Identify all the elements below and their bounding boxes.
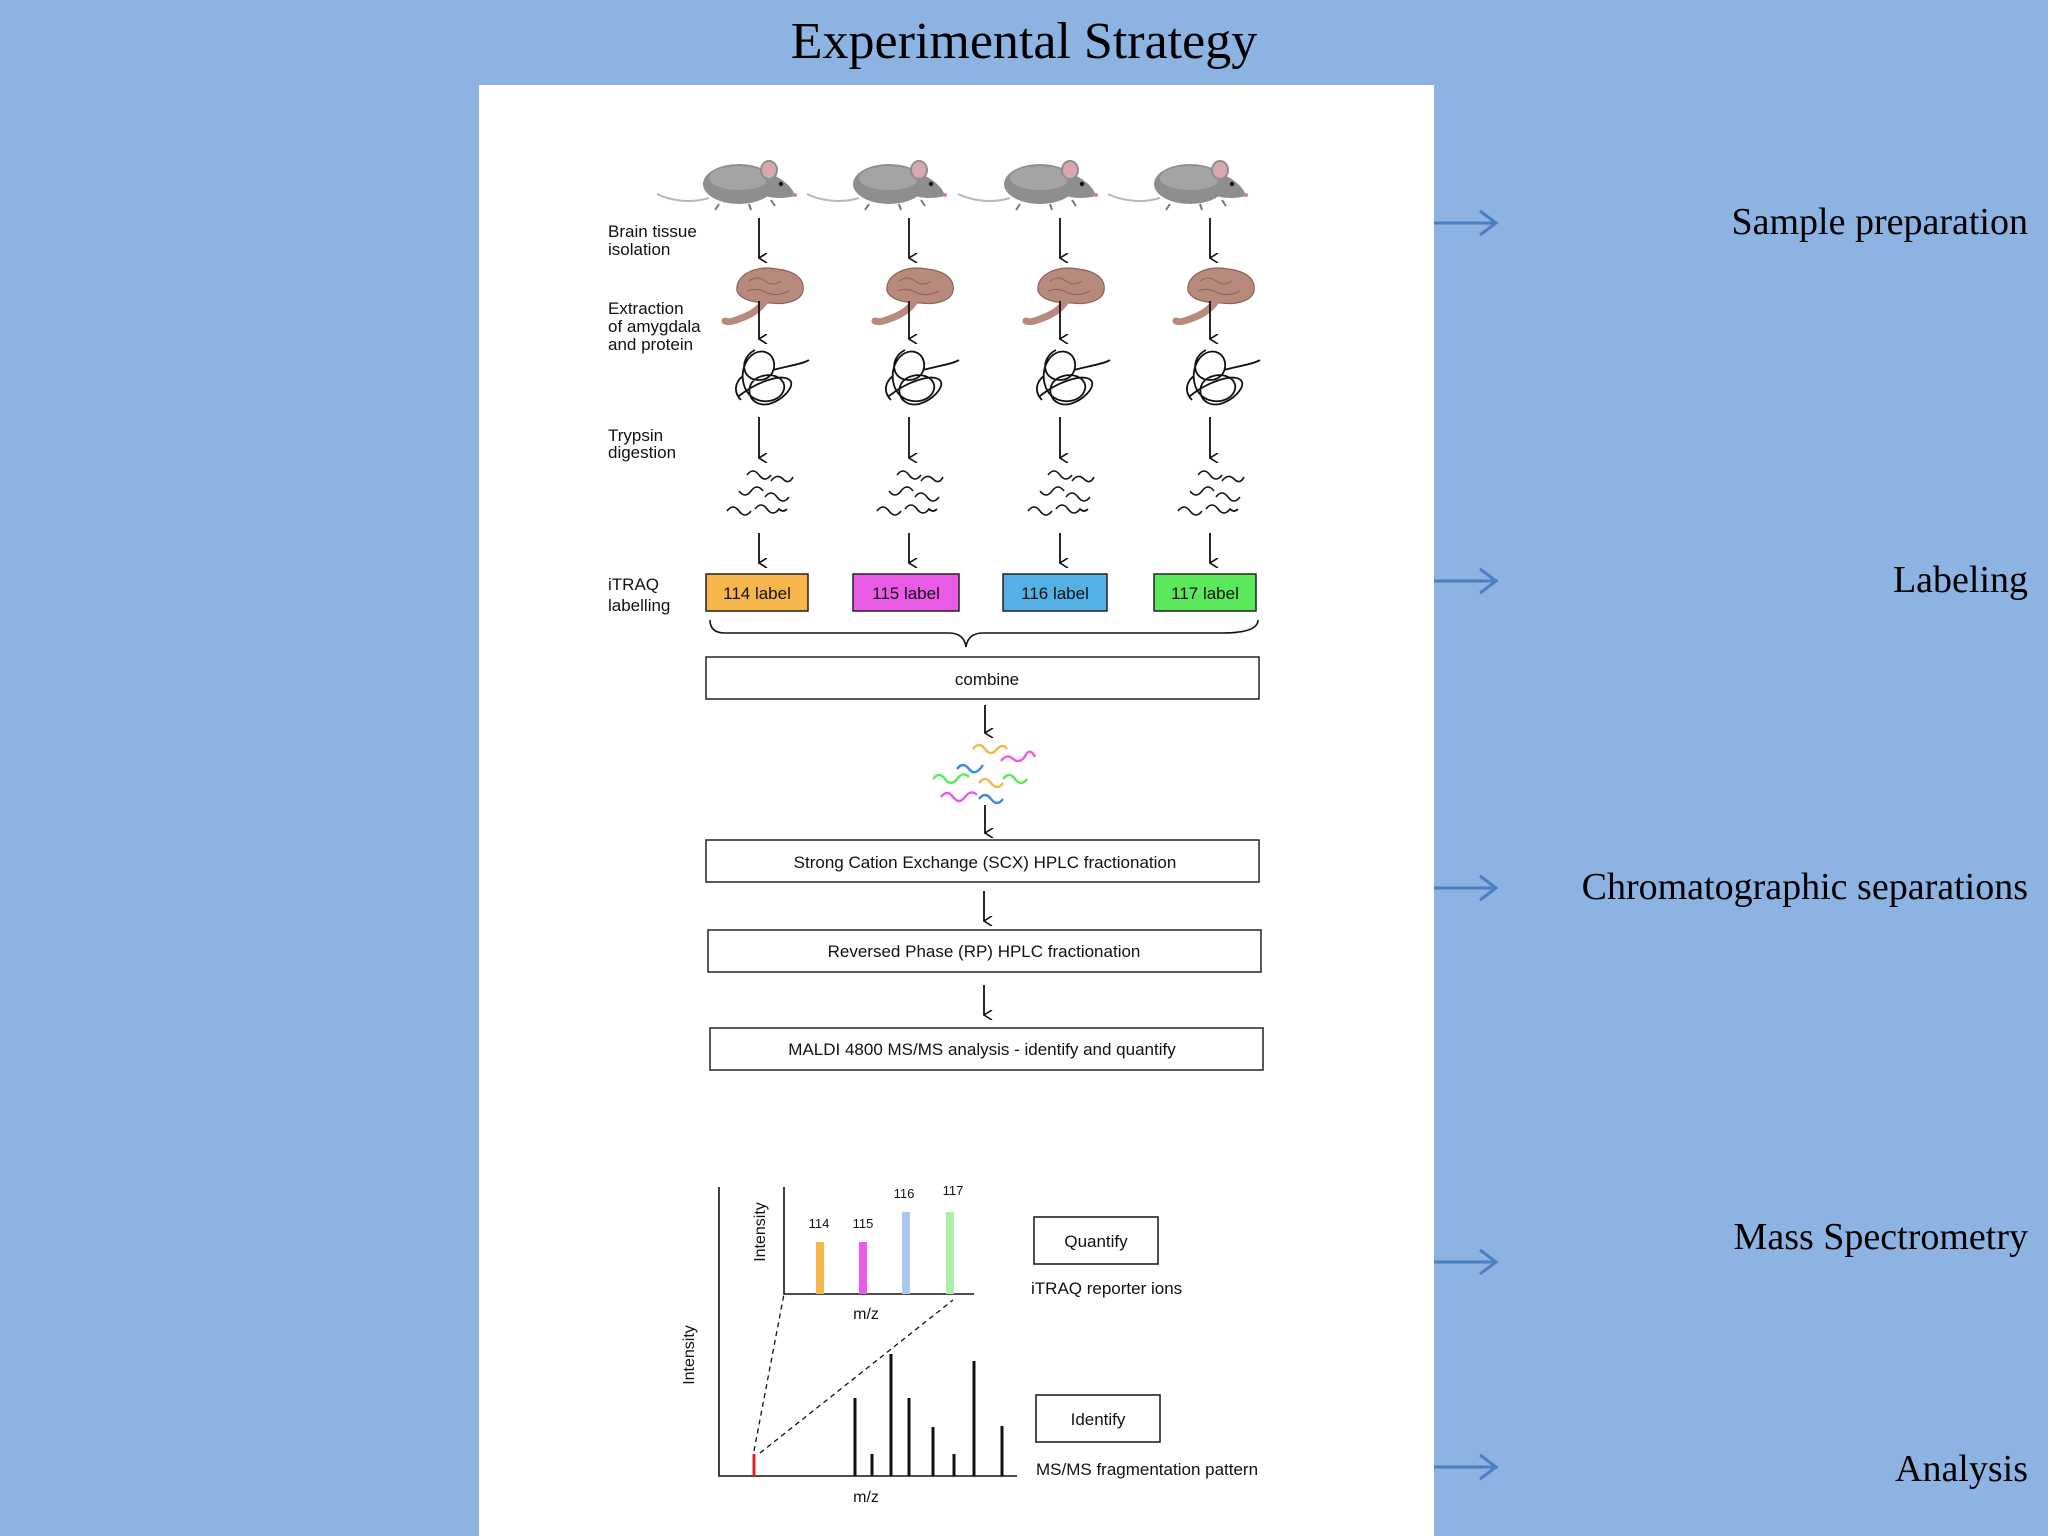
step-text: labelling — [608, 596, 670, 615]
protein-icon — [1036, 349, 1111, 406]
maldi-text: MALDI 4800 MS/MS analysis - identify and… — [788, 1040, 1176, 1059]
mouse-icon — [957, 160, 1099, 211]
peptides-icon — [1027, 470, 1095, 516]
protein-icon — [1186, 349, 1261, 406]
mouse-icon — [656, 160, 798, 211]
peptides-icon — [1177, 470, 1245, 516]
label-text: 117 label — [1171, 584, 1239, 603]
scx-text: Strong Cation Exchange (SCX) HPLC fracti… — [794, 853, 1177, 872]
label-box — [1002, 573, 1108, 612]
step-text: Brain tissue — [608, 222, 697, 241]
mouse-icon — [1107, 160, 1249, 211]
label-box — [1153, 573, 1257, 612]
step-text: digestion — [608, 443, 676, 462]
identify-box: Identify — [1035, 1394, 1161, 1443]
figure-panel: Brain tissue isolation Extraction of amy… — [479, 85, 1434, 1536]
label-text: 115 label — [872, 584, 940, 603]
scx-box: Strong Cation Exchange (SCX) HPLC fracti… — [705, 839, 1260, 883]
sample-column-4 — [1107, 160, 1261, 563]
quantify-box: Quantify — [1033, 1216, 1159, 1265]
maldi-box: MALDI 4800 MS/MS analysis - identify and… — [709, 1027, 1264, 1071]
ms-spectrum: Intensity m/z Intensity m/z — [681, 1183, 1258, 1506]
inset-y-label: Intensity — [752, 1202, 769, 1262]
sample-column-2 — [806, 160, 960, 563]
peak-label: 115 — [853, 1216, 874, 1231]
quantify-caption: iTRAQ reporter ions — [1031, 1279, 1182, 1298]
stage-arrow-icon — [1434, 874, 1499, 902]
sample-column-3 — [957, 160, 1111, 563]
mouse-icon — [806, 160, 948, 211]
step-text: Trypsin — [608, 426, 663, 445]
combine-text: combine — [955, 670, 1019, 689]
label-box — [852, 573, 960, 612]
itraq-label-115: 115 label — [852, 573, 960, 612]
slide-title: Experimental Strategy — [790, 13, 1258, 70]
brain-icon — [1176, 268, 1254, 322]
combine-brace — [709, 619, 1259, 648]
brain-icon — [725, 268, 803, 322]
step-label-extraction: Extraction of amygdala and protein — [608, 299, 701, 354]
reporter-peak-117: 117 — [943, 1183, 964, 1294]
step-text: iTRAQ — [608, 575, 659, 594]
protein-icon — [735, 349, 810, 406]
identify-text: Identify — [1071, 1410, 1126, 1429]
protein-icon — [885, 349, 960, 406]
quantify-text: Quantify — [1064, 1232, 1128, 1251]
reporter-peak-115: 115 — [853, 1216, 874, 1294]
spectrum-y-label: Intensity — [681, 1325, 698, 1385]
identify-caption: MS/MS fragmentation pattern — [1036, 1460, 1258, 1479]
label-box — [705, 573, 809, 612]
stage-arrow-icon — [1434, 209, 1499, 237]
step-text: and protein — [608, 335, 693, 354]
step-text: of amygdala — [608, 317, 701, 336]
itraq-label-114: 114 label — [705, 573, 809, 612]
inset-x-label: m/z — [853, 1306, 879, 1323]
stage-label-analysis: Analysis — [1895, 1448, 2028, 1490]
step-label-trypsin: Trypsin digestion — [608, 426, 676, 462]
stage-label-chromatographic-separations: Chromatographic separations — [1581, 866, 2028, 908]
reporter-peak-114: 114 — [809, 1216, 830, 1294]
inset-axes — [783, 1187, 974, 1295]
spectrum-axes — [718, 1187, 1017, 1477]
step-label-brain-tissue: Brain tissue isolation — [608, 222, 697, 259]
mixed-peptides-icon — [932, 743, 1037, 805]
rp-text: Reversed Phase (RP) HPLC fractionation — [828, 942, 1141, 961]
combine-box: combine — [705, 656, 1260, 700]
peak-label: 116 — [894, 1186, 915, 1201]
brain-icon — [1026, 268, 1104, 322]
label-text: 116 label — [1021, 584, 1089, 603]
peptides-icon — [726, 470, 794, 516]
rp-box: Reversed Phase (RP) HPLC fractionation — [707, 929, 1262, 973]
step-label-itraq: iTRAQ labelling — [608, 575, 670, 615]
peak-label: 114 — [809, 1216, 830, 1231]
itraq-workflow-diagram: Brain tissue isolation Extraction of amy… — [608, 160, 1264, 1506]
spectrum-x-label: m/z — [853, 1489, 879, 1506]
itraq-label-117: 117 label — [1153, 573, 1257, 612]
reporter-peak-116: 116 — [894, 1186, 915, 1294]
peptides-icon — [876, 470, 944, 516]
brain-icon — [875, 268, 953, 322]
stage-label-labeling: Labeling — [1892, 559, 2028, 601]
stage-arrow-icon — [1434, 1248, 1499, 1276]
stage-arrow-icon — [1434, 1453, 1499, 1481]
sample-column-1 — [656, 160, 810, 563]
ms-ms-peaks — [853, 1354, 1004, 1476]
stage-arrow-icon — [1434, 567, 1499, 595]
stage-label-mass-spectrometry: Mass Spectrometry — [1733, 1216, 2028, 1258]
peak-label: 117 — [943, 1183, 964, 1198]
stage-label-sample-preparation: Sample preparation — [1731, 201, 2028, 243]
step-text: isolation — [608, 240, 670, 259]
step-text: Extraction — [608, 299, 684, 318]
label-text: 114 label — [723, 584, 791, 603]
itraq-label-116: 116 label — [1002, 573, 1108, 612]
